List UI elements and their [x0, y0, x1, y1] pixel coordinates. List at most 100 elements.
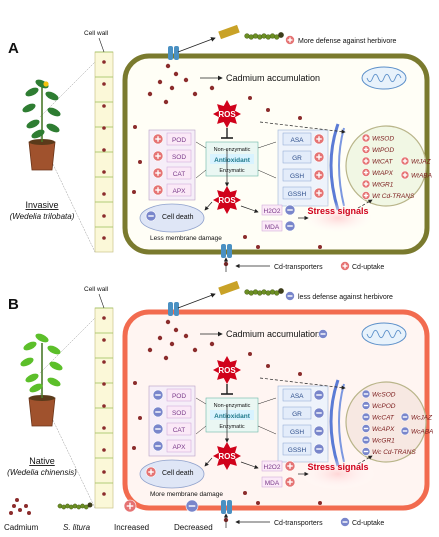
gene-label: Wt Cd-TRANS: [372, 193, 415, 200]
cadmium-dot: [243, 235, 247, 239]
cadmium-dot: [266, 108, 270, 112]
caterpillar-segment: [265, 290, 271, 296]
h2o2-label: H2O2: [264, 464, 281, 471]
gene-label: WtPOD: [372, 147, 394, 154]
nonenzymatic-label: Non-enzymatic: [214, 147, 251, 153]
mda-chip: [261, 476, 283, 488]
legend-decrease-icon: [185, 499, 199, 513]
legend-cadmium-label: Cadmium: [4, 523, 39, 532]
caterpillar-segment: [248, 290, 254, 296]
stress-label: Stress signals: [307, 462, 368, 472]
enzymatic-label: Enzymatic: [219, 424, 245, 430]
ros-to-death-arrow: [204, 457, 213, 467]
right-enzyme-chip: [282, 442, 312, 456]
caterpillar-segment: [257, 290, 263, 296]
cell-wall-pointer: [98, 293, 105, 309]
enzyme-chip: [166, 183, 192, 197]
gene-side-sign-icon: [400, 426, 410, 436]
cadmium-dot: [102, 148, 106, 152]
plant-leaf: [26, 119, 40, 129]
gene-sign-icon: [361, 447, 371, 456]
enzyme-label: CAT: [173, 427, 186, 434]
plant-leaf: [22, 103, 36, 113]
cd-uptake-sign-icon: [340, 517, 350, 527]
plant-leaf: [25, 373, 39, 383]
cadmium-dot: [15, 498, 19, 502]
plant-leaf: [49, 361, 63, 371]
cadmium-label: Cadmium accumulation: [226, 73, 320, 83]
cell-death-bubble: [139, 203, 205, 233]
caterpillar-icon: [244, 32, 284, 40]
enzyme-sign-icon: [152, 440, 164, 452]
cell-death-sign-icon: [145, 466, 157, 478]
antioxidant-title: Antioxidant: [214, 413, 251, 420]
cadmium-dot: [183, 77, 189, 83]
cadmium-dot: [163, 99, 169, 105]
transporter-part: [221, 244, 226, 258]
gene-sign-icon: [361, 168, 371, 177]
ros-shape: [213, 442, 241, 470]
cd-transporters-label: Cd-transporters: [274, 520, 323, 527]
mda-label: MDA: [265, 224, 280, 231]
caterpillar-icon: [57, 502, 93, 510]
gene-label: WcGR1: [372, 438, 395, 445]
cell-death-sign-icon: [145, 210, 157, 222]
antioxidant-title-bg: [210, 410, 254, 420]
cadmium-dot: [169, 85, 175, 91]
right-enzyme-label: GSSH: [288, 447, 307, 454]
gene-side-label: WcABA: [411, 429, 433, 436]
gene-sign-icon: [361, 133, 371, 143]
right-enzyme-chip: [282, 168, 312, 182]
cadmium-dot: [165, 319, 171, 325]
caterpillar-segment: [244, 33, 250, 39]
enzyme-label: POD: [172, 137, 186, 144]
gene-sign-icon: [361, 401, 371, 410]
cadmium-dot: [102, 236, 106, 240]
cadmium-dot: [147, 347, 153, 353]
stress-label: Stress signals: [307, 206, 368, 216]
enzyme-sign-icon: [152, 133, 164, 145]
ros-shape: [213, 100, 241, 128]
mda-sign-icon: [284, 476, 296, 488]
gene-label: WtCAT: [372, 159, 393, 166]
plant-pot: [28, 141, 56, 171]
gene-side-sign-icon: [400, 412, 410, 422]
enzyme-label: POD: [172, 393, 186, 400]
cd-uptake-label: Cd-uptake: [352, 520, 384, 527]
cadmium-dot: [318, 245, 322, 249]
cadmium-dot: [24, 504, 28, 508]
plant-status-label: Native: [29, 456, 55, 466]
caterpillar-head: [87, 502, 93, 508]
gene-sign-icon: [361, 389, 371, 399]
mitochondrion-icon: [361, 66, 407, 90]
ros-shape: [213, 356, 241, 384]
cadmium-dot: [138, 416, 142, 420]
transporter-part: [174, 302, 179, 316]
panel-letter: A: [8, 40, 19, 57]
cadmium-dot: [133, 125, 137, 129]
right-enzyme-chip: [282, 132, 312, 146]
cell-wall-pointer: [98, 37, 105, 53]
mda-sign-icon: [284, 220, 296, 232]
cadmium-dot: [102, 448, 106, 452]
cadmium-dot: [132, 190, 136, 194]
stress-glow: [300, 458, 376, 490]
antioxidant-title: Antioxidant: [214, 157, 251, 164]
plant-species-label: (Wedelia chinensis): [7, 468, 77, 477]
cadmium-dot: [183, 333, 189, 339]
connector: [195, 141, 207, 149]
right-enzyme-label: ASA: [290, 137, 304, 144]
stress-glow: [300, 202, 376, 234]
nonenzymatic-label: Non-enzymatic: [214, 403, 251, 409]
cadmium-dot: [102, 426, 106, 430]
plant-leaf: [35, 333, 49, 343]
right-enzyme-chip: [282, 406, 312, 420]
caterpillar-head: [278, 32, 284, 38]
cadmium-dot: [9, 511, 13, 515]
right-enzyme-label: GR: [292, 155, 302, 162]
right-enzyme-sign-icon: [313, 187, 325, 199]
cadmium-dot: [192, 91, 198, 97]
defense-label: less defense against herbivore: [298, 294, 393, 301]
cadmium-dot: [102, 360, 106, 364]
